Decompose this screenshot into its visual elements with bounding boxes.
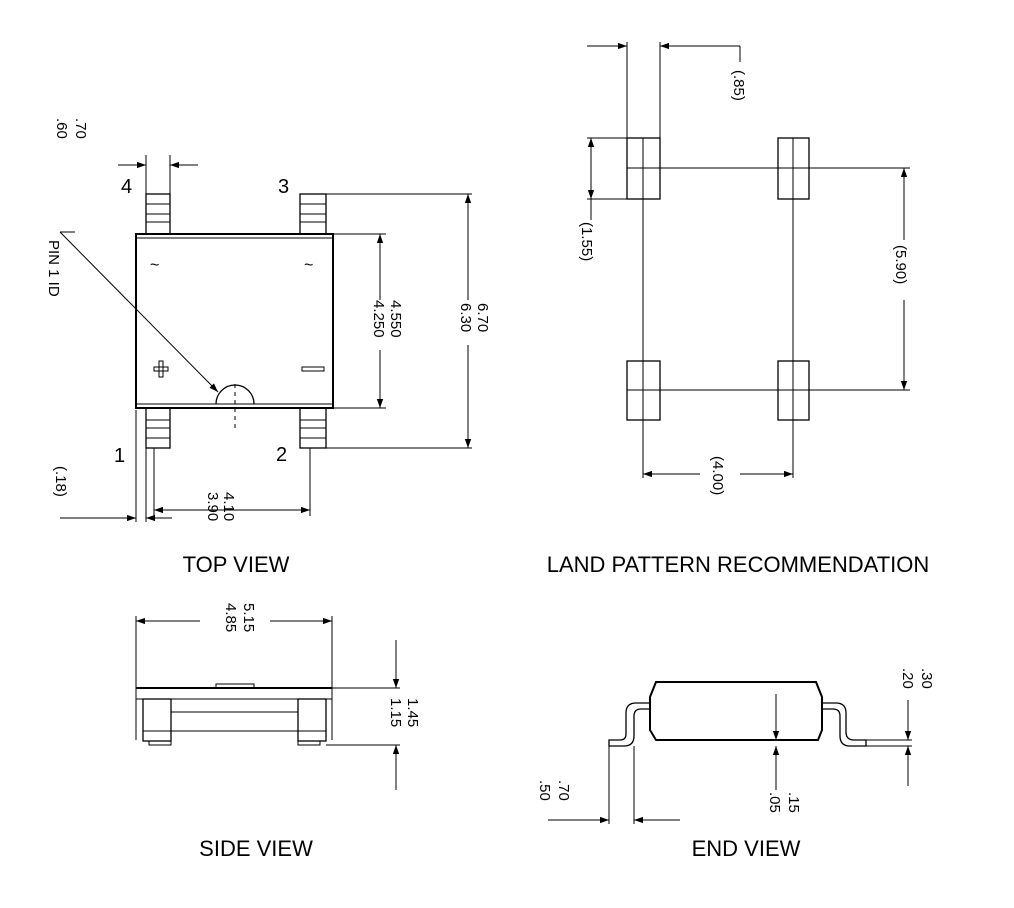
- dim-side-length-max: 5.15: [240, 603, 257, 632]
- plus-mark: [153, 360, 169, 378]
- lead-3: [299, 193, 327, 235]
- dim-height-min: 1.15: [387, 698, 404, 727]
- dim-end-standoff-min: .05: [766, 792, 783, 813]
- pin1-id-leader: [59, 231, 219, 393]
- side-mold-mark: [215, 683, 255, 689]
- dim-end-foot-min: .50: [536, 780, 553, 801]
- dim-lead-width-min: .60: [53, 118, 70, 139]
- end-lead-right: [822, 702, 867, 747]
- dim-end-thickness-max: .30: [918, 668, 935, 689]
- dim-end-thickness-min: .20: [899, 668, 916, 689]
- pin1-id-label: PIN 1 ID: [45, 240, 62, 297]
- land-pattern-view: (.85) (1.55) (5.90) (4.00) LAND PATTERN …: [547, 42, 930, 577]
- dim-body-width: [333, 233, 386, 409]
- land-pad-bottom-right: [777, 360, 810, 421]
- dim-height: [326, 640, 400, 790]
- dim-body-width-min: 4.250: [370, 300, 387, 338]
- dim-land-span-value: (5.90): [892, 245, 909, 284]
- end-body: [649, 681, 823, 741]
- top-view: ~ ~ PIN 1 ID 4 3 1 2 .70 .60 (.18): [45, 118, 491, 577]
- dim-lead-width-max: .70: [72, 118, 89, 139]
- pin-number-4: 4: [121, 176, 132, 198]
- dim-height-max: 1.45: [404, 698, 421, 727]
- dim-land-pitch-value: (4.00): [709, 456, 726, 495]
- dim-lead-offset-value: (.18): [52, 466, 69, 497]
- ac-mark-right: ~: [304, 257, 313, 274]
- dim-end-thickness: [866, 700, 912, 786]
- lead-4: [145, 193, 171, 235]
- side-lead-left: [142, 698, 172, 746]
- ac-mark-left: ~: [150, 257, 159, 274]
- dim-end-foot: [548, 746, 680, 824]
- end-view-caption: END VIEW: [692, 836, 801, 861]
- pin-number-2: 2: [276, 444, 287, 466]
- dim-land-pitch: [642, 420, 794, 478]
- side-lead-right: [297, 698, 327, 746]
- pin-number-1: 1: [114, 445, 125, 467]
- top-view-caption: TOP VIEW: [183, 552, 290, 577]
- dim-pad-width: [587, 42, 741, 138]
- land-pad-top-left: [626, 137, 661, 200]
- lead-2: [299, 407, 327, 449]
- dim-pitch: [153, 448, 311, 516]
- dim-lead-offset: [60, 410, 172, 522]
- dim-pad-height-value: (1.55): [578, 222, 595, 261]
- dim-overall-min: 6.30: [457, 303, 474, 332]
- dim-side-length-min: 4.85: [222, 603, 239, 632]
- dim-pad-width-value: (.85): [730, 70, 747, 101]
- dim-end-foot-max: .70: [555, 780, 572, 801]
- lead-1: [145, 407, 171, 449]
- dim-pitch-max: 4.10: [220, 492, 237, 521]
- pin-number-3: 3: [278, 176, 289, 198]
- dim-body-width-max: 4.550: [387, 300, 404, 338]
- dim-overall: [326, 193, 472, 449]
- land-pad-bottom-left: [626, 360, 661, 421]
- dim-end-standoff-max: .15: [785, 792, 802, 813]
- dim-side-length: [135, 616, 333, 688]
- dim-pad-height: [587, 137, 627, 220]
- end-lead-left: [608, 702, 650, 747]
- end-view: .30 .20 .15 .05 .70 .50 END VIEW: [536, 668, 935, 861]
- minus-mark: [301, 366, 325, 372]
- side-view-caption: SIDE VIEW: [199, 836, 313, 861]
- land-pattern-caption: LAND PATTERN RECOMMENDATION: [547, 552, 930, 577]
- land-pad-top-right: [777, 137, 810, 200]
- side-view: 5.15 4.85 1.45 1.15 SIDE VIEW: [135, 603, 421, 861]
- dim-lead-width: [118, 155, 198, 194]
- dim-overall-max: 6.70: [474, 303, 491, 332]
- dim-pitch-min: 3.90: [204, 492, 221, 521]
